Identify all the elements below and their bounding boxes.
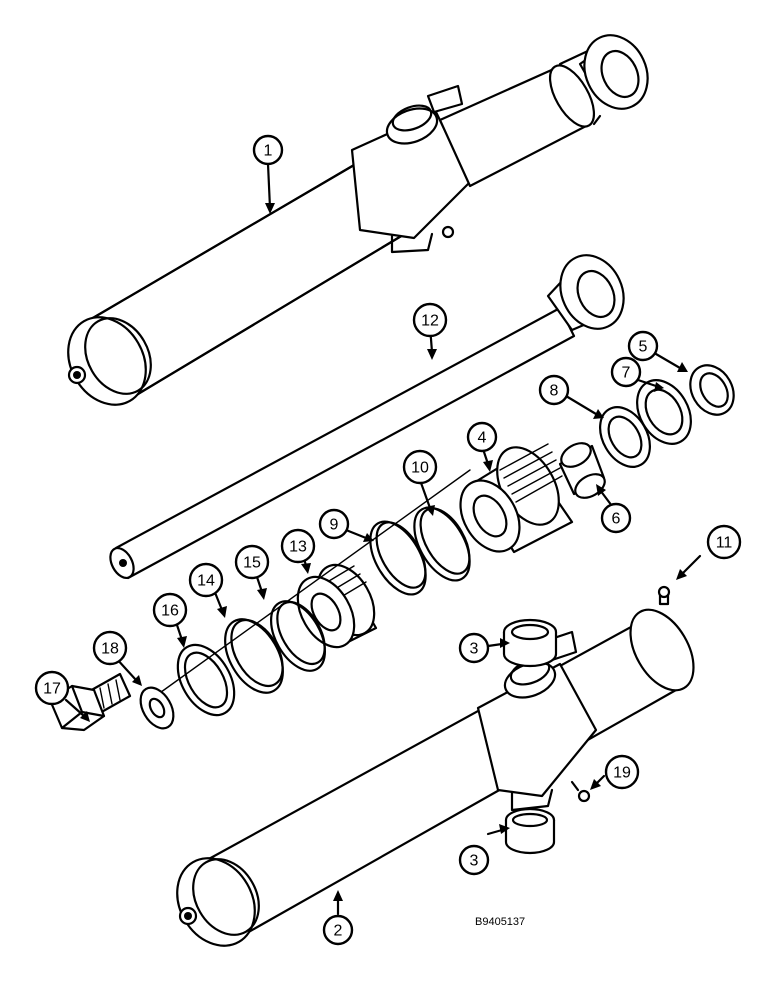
callout-2-label: 2 <box>334 923 343 940</box>
callout-9: 9 <box>318 508 350 540</box>
callout-3-upper: 3 <box>458 632 490 664</box>
callout-2: 2 <box>322 914 354 946</box>
callout-4: 4 <box>466 421 498 453</box>
callout-11: 11 <box>706 524 742 560</box>
callout-5: 5 <box>627 330 659 362</box>
callout-3-upper-label: 3 <box>470 641 479 658</box>
callout-6: 6 <box>600 502 632 534</box>
cylinder-barrel-top <box>67 34 649 406</box>
leader-lines <box>64 162 702 916</box>
callout-17: 17 <box>34 670 70 706</box>
o-rings-middle <box>369 506 471 596</box>
callout-19: 19 <box>604 754 640 790</box>
callout-7-label: 7 <box>622 365 631 382</box>
callout-11-label: 11 <box>716 535 733 552</box>
callout-15-label: 15 <box>243 555 261 572</box>
callout-16-label: 16 <box>161 603 179 620</box>
callout-18: 18 <box>92 630 128 666</box>
callout-1: 1 <box>252 134 284 166</box>
callout-16: 16 <box>152 592 188 628</box>
callout-8-label: 8 <box>550 383 559 400</box>
callout-13: 13 <box>280 528 316 564</box>
callout-13-label: 13 <box>289 539 307 556</box>
callout-12: 12 <box>412 302 448 338</box>
piston-rod <box>109 254 625 580</box>
figure-code: B9405137 <box>475 916 525 928</box>
piston <box>296 563 378 649</box>
callout-1-label: 1 <box>264 143 273 160</box>
piston-seals <box>149 469 471 717</box>
callout-18-label: 18 <box>101 641 119 658</box>
callout-9-label: 9 <box>330 517 339 534</box>
grease-fitting-19 <box>570 780 591 803</box>
callout-5-label: 5 <box>639 339 648 356</box>
callout-15: 15 <box>234 544 270 580</box>
callout-14: 14 <box>188 562 224 598</box>
callout-17-label: 17 <box>43 681 61 698</box>
callout-10: 10 <box>402 449 438 485</box>
bushing-lower <box>504 807 556 855</box>
callout-7: 7 <box>610 356 642 388</box>
callout-6-label: 6 <box>612 511 621 528</box>
callout-3-lower: 3 <box>458 844 490 876</box>
grease-fitting-11 <box>657 585 671 606</box>
callout-14-label: 14 <box>197 573 215 590</box>
callout-4-label: 4 <box>478 430 487 447</box>
washer <box>139 686 175 730</box>
callout-10-label: 10 <box>411 460 429 477</box>
callout-19-label: 19 <box>613 765 631 782</box>
gland <box>459 443 574 554</box>
bushing-upper <box>502 618 558 668</box>
callout-8: 8 <box>538 374 570 406</box>
seal-rings-right <box>599 364 735 468</box>
callout-12-label: 12 <box>421 313 439 330</box>
callout-3-lower-label: 3 <box>470 853 479 870</box>
